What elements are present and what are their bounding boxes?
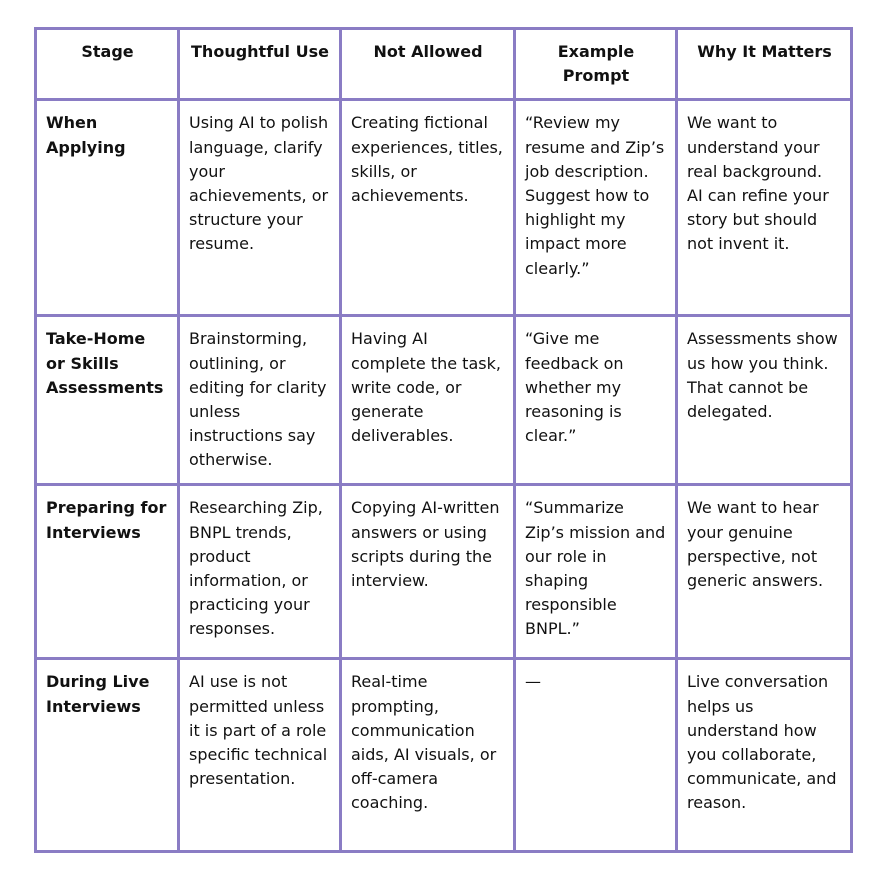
not-allowed-cell: Copying AI-written answers or using scri…: [339, 483, 516, 661]
not-allowed-cell: Creating fictional experiences, titles, …: [339, 98, 516, 318]
table-row: During Live Interviews AI use is not per…: [34, 657, 853, 854]
table-row: Take-Home or Skills Assessments Brainsto…: [34, 314, 853, 487]
thoughtful-use-cell: AI use is not permitted unless it is par…: [177, 657, 342, 854]
column-header-stage: Stage: [34, 26, 180, 102]
column-header-thoughtful-use: Thoughtful Use: [177, 26, 342, 102]
table-row: When Applying Using AI to polish languag…: [34, 98, 853, 318]
column-header-not-allowed: Not Allowed: [339, 26, 516, 102]
example-prompt-cell: “Summarize Zip’s mission and our role in…: [513, 483, 678, 661]
why-it-matters-cell: Assessments show us how you think. That …: [675, 314, 853, 487]
thoughtful-use-cell: Researching Zip, BNPL trends, product in…: [177, 483, 342, 661]
not-allowed-cell: Real-time prompting, communication aids,…: [339, 657, 516, 854]
table-header-row: Stage Thoughtful Use Not Allowed Example…: [34, 26, 853, 102]
why-it-matters-cell: Live conversation helps us understand ho…: [675, 657, 853, 854]
stage-cell: Preparing for Interviews: [34, 483, 180, 661]
column-header-why-it-matters: Why It Matters: [675, 26, 853, 102]
stage-cell: During Live Interviews: [34, 657, 180, 854]
stage-cell: When Applying: [34, 98, 180, 318]
not-allowed-cell: Having AI complete the task, write code,…: [339, 314, 516, 487]
example-prompt-cell: “Review my resume and Zip’s job descript…: [513, 98, 678, 318]
ai-usage-policy-table: Stage Thoughtful Use Not Allowed Example…: [34, 26, 853, 854]
why-it-matters-cell: We want to hear your genuine perspective…: [675, 483, 853, 661]
table-row: Preparing for Interviews Researching Zip…: [34, 483, 853, 661]
why-it-matters-cell: We want to understand your real backgrou…: [675, 98, 853, 318]
example-prompt-cell: “Give me feedback on whether my reasonin…: [513, 314, 678, 487]
example-prompt-cell: —: [513, 657, 678, 854]
thoughtful-use-cell: Using AI to polish language, clarify you…: [177, 98, 342, 318]
stage-cell: Take-Home or Skills Assessments: [34, 314, 180, 487]
column-header-example-prompt: Example Prompt: [513, 26, 678, 102]
thoughtful-use-cell: Brainstorming, outlining, or editing for…: [177, 314, 342, 487]
